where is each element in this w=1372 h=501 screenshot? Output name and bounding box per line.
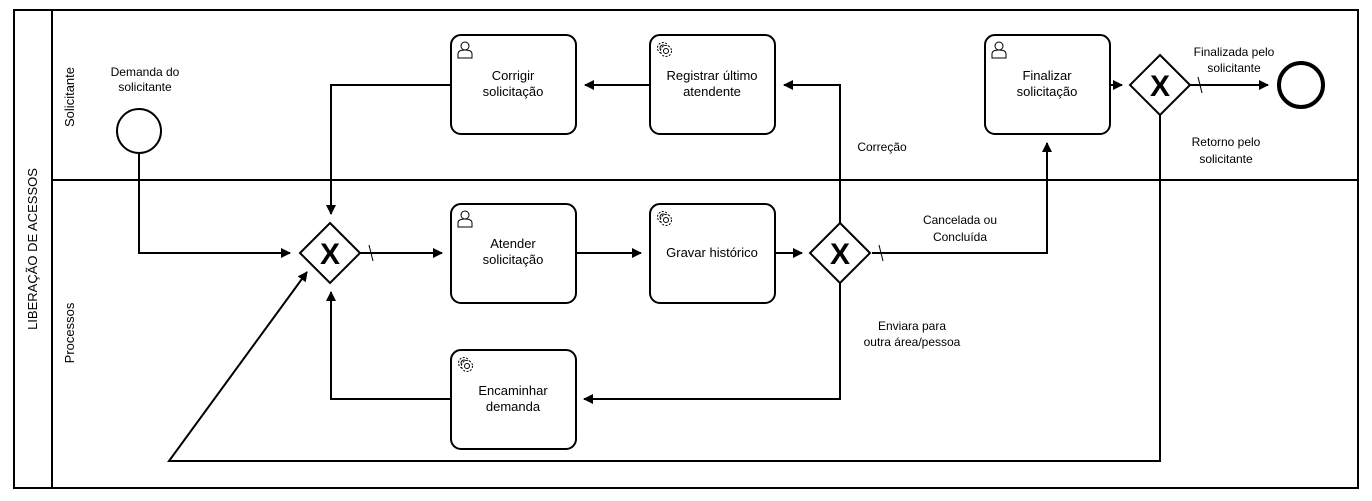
- flow-gateway2-to-encaminhar[interactable]: [583, 283, 841, 404]
- flow-label-retorno-line1: Retorno pelo: [1192, 135, 1261, 149]
- flow-corrigir-to-gateway1[interactable]: [326, 84, 451, 215]
- end-event[interactable]: Finalizada pelo solicitante: [1194, 45, 1325, 109]
- task-atender-line2: solicitação: [483, 252, 544, 267]
- task-gravar[interactable]: Gravar histórico: [649, 203, 776, 304]
- task-registrar[interactable]: Registrar último atendente: [649, 34, 776, 135]
- start-event-label-line2: solicitante: [118, 80, 172, 94]
- flow-labels: Correção Cancelada ou Concluída Enviara …: [857, 135, 1260, 349]
- task-atender-line1: Atender: [490, 236, 536, 251]
- gateway-1-marker: X: [320, 238, 340, 271]
- gear-icon: [657, 211, 672, 226]
- default-flow-mark-1: [368, 244, 374, 262]
- exclusive-gateway-1[interactable]: X: [298, 221, 362, 285]
- flow-label-enviara-line2: outra área/pessoa: [864, 335, 961, 349]
- lane-title-processos: Processos: [62, 302, 77, 363]
- gear-icon: [458, 357, 473, 372]
- flow-label-enviara-line1: Enviara para: [878, 319, 946, 333]
- task-corrigir-line2: solicitação: [483, 84, 544, 99]
- flow-gateway3-return-to-gateway1[interactable]: [167, 115, 1161, 462]
- start-event-label-line1: Demanda do: [111, 65, 180, 79]
- task-encaminhar-line1: Encaminhar: [478, 383, 548, 398]
- lane-title-solicitante: Solicitante: [62, 67, 77, 127]
- pool-title: LIBERAÇÃO DE ACESSOS: [25, 168, 40, 330]
- sequence-flows: [138, 76, 1269, 462]
- task-finalizar-line1: Finalizar: [1022, 68, 1072, 83]
- task-corrigir[interactable]: Corrigir solicitação: [450, 34, 577, 135]
- flow-label-cancelada-line1: Cancelada ou: [923, 213, 997, 227]
- end-event-label-line2: solicitante: [1207, 61, 1261, 75]
- end-event-label-line1: Finalizada pelo: [1194, 45, 1275, 59]
- gateway-3-marker: X: [1150, 70, 1170, 103]
- task-encaminhar[interactable]: Encaminhar demanda: [450, 349, 577, 450]
- task-finalizar-line2: solicitação: [1017, 84, 1078, 99]
- flow-start-to-gateway1[interactable]: [138, 154, 291, 258]
- task-corrigir-line1: Corrigir: [492, 68, 535, 83]
- flow-gateway2-to-finalizar[interactable]: [872, 142, 1052, 254]
- task-atender[interactable]: Atender solicitação: [450, 203, 577, 304]
- default-flow-mark-3: [1197, 76, 1203, 94]
- end-event-circle[interactable]: [1277, 61, 1325, 109]
- user-icon: [457, 210, 473, 228]
- exclusive-gateway-3[interactable]: X: [1128, 53, 1192, 117]
- task-encaminhar-line2: demanda: [486, 399, 541, 414]
- gateway-2-marker: X: [830, 238, 850, 271]
- task-finalizar[interactable]: Finalizar solicitação: [984, 34, 1111, 135]
- flow-gateway2-to-registrar[interactable]: [783, 80, 841, 223]
- flow-encaminhar-to-gateway1[interactable]: [326, 291, 451, 400]
- flow-label-correcao: Correção: [857, 140, 907, 154]
- task-gravar-line1: Gravar histórico: [666, 245, 758, 260]
- user-icon: [991, 41, 1007, 59]
- default-flow-mark-2: [878, 244, 884, 262]
- flow-label-cancelada-line2: Concluída: [933, 230, 987, 244]
- gear-icon: [657, 42, 672, 57]
- start-event-circle[interactable]: [116, 108, 162, 154]
- exclusive-gateway-2[interactable]: X: [808, 221, 872, 285]
- task-registrar-line2: atendente: [683, 84, 741, 99]
- task-registrar-line1: Registrar último: [666, 68, 757, 83]
- flow-label-retorno-line2: solicitante: [1199, 152, 1253, 166]
- user-icon: [457, 41, 473, 59]
- start-event[interactable]: Demanda do solicitante: [111, 65, 180, 154]
